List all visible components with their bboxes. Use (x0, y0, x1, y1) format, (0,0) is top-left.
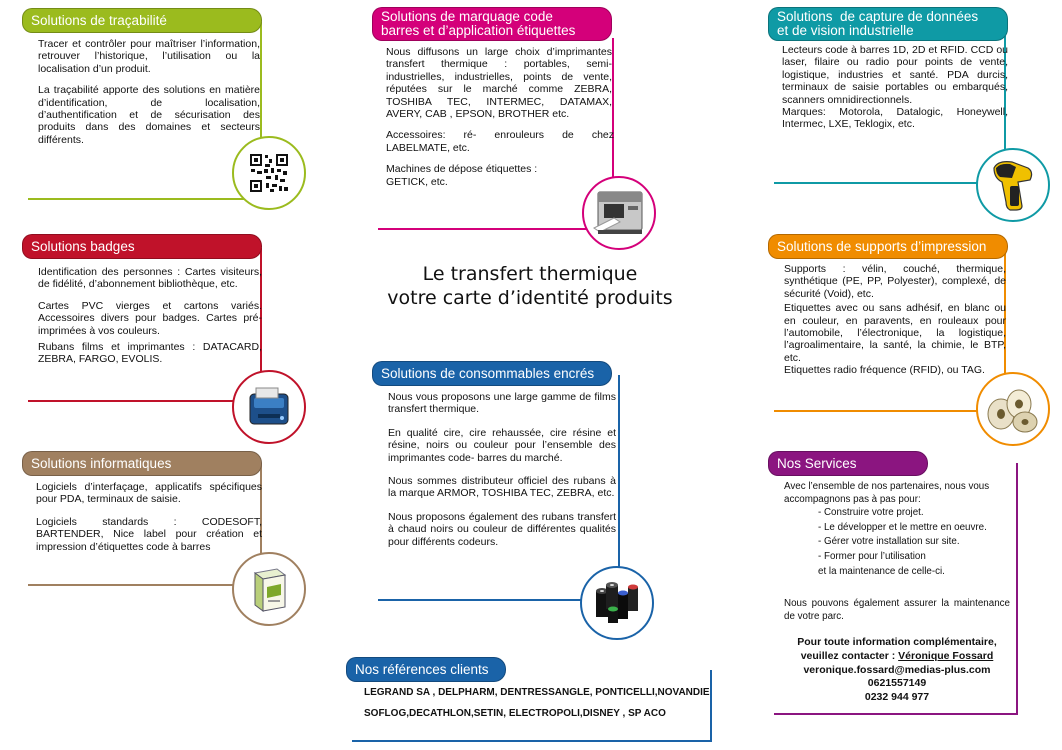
services-box (774, 463, 1018, 715)
badges-p2: Cartes PVC vierges et cartons variés. Ac… (38, 299, 262, 337)
tracabilite-box (28, 22, 262, 200)
services-contact: Pour toute information complémentaire, v… (784, 636, 1010, 704)
label-rolls-icon (987, 389, 1038, 433)
informatique-text: Logiciels d’interfaçage, applicatifs spé… (36, 481, 262, 562)
consommables-p2: En qualité cire, cire rehaussée, cire ré… (388, 426, 616, 464)
consommables-p3: Nous sommes distributeur officiel des ru… (388, 475, 616, 500)
services-text: Avec l’ensemble de nos partenaires, nous… (784, 481, 1010, 704)
marquage-p2: Accessoires: ré- enrouleurs de chez LABE… (386, 129, 614, 154)
consommables-text: Nous vous proposons une large gamme de f… (388, 391, 616, 557)
card-printer-icon (249, 387, 289, 425)
services-item-4: - Former pour l’utilisation (818, 550, 926, 562)
capture-box (774, 36, 1006, 184)
supports-p2: Etiquettes avec ou sans adhésif, en blan… (784, 302, 1006, 364)
badges-text: Identification des personnes : Cartes vi… (38, 266, 262, 375)
informatique-box (28, 464, 262, 586)
tracabilite-heading: Solutions de traçabilité (22, 8, 262, 33)
contact-name: Véronique Fossard (898, 649, 994, 662)
references-line-1: LEGRAND SA , DELPHARM, DENTRESSANGLE, PO… (364, 687, 710, 698)
capture-p1: Lecteurs code à barres 1D, 2D et RFID. C… (782, 44, 1008, 106)
services-contact-line1: Pour toute information complémentaire, (797, 636, 997, 649)
contact-phone-2: 0232 944 977 (864, 690, 930, 703)
supports-box (774, 248, 1006, 412)
informatique-p1: Logiciels d’interfaçage, applicatifs spé… (36, 481, 262, 506)
contact-email[interactable]: veronique.fossard@medias-plus.com (803, 663, 991, 676)
consommables-box (378, 375, 620, 601)
ribbon-rolls-icon (596, 582, 638, 623)
supports-text: Supports : vélin, couché, thermique, syn… (784, 263, 1006, 386)
badges-p3: Rubans films et imprimantes : DATACARD, … (38, 341, 262, 366)
capture-icon-circle (976, 148, 1050, 222)
tracabilite-p2: La traçabilité apporte des solutions en … (38, 84, 260, 146)
badges-box (28, 248, 262, 402)
badges-heading: Solutions badges (22, 234, 262, 259)
services-item-2: - Le développer et le mettre en oeuvre. (818, 521, 987, 533)
informatique-p2: Logiciels standards : CODESOFT, BARTENDE… (36, 515, 262, 553)
consommables-p1: Nous vous proposons une large gamme de f… (388, 391, 616, 416)
marquage-box (378, 38, 614, 230)
services-p2: Nous pouvons également assurer la mainte… (784, 598, 1010, 622)
services-item-3: - Gérer votre installation sur site. (818, 536, 960, 548)
supports-icon-circle (976, 372, 1050, 446)
services-intro: Avec l’ensemble de nos partenaires, nous… (784, 481, 990, 505)
marquage-p3: Machines de dépose étiquettes : GETICK, … (386, 163, 538, 188)
consommables-icon-circle (580, 566, 654, 640)
references-box (352, 670, 712, 742)
services-heading: Nos Services (768, 451, 928, 476)
services-item-1: - Construire votre projet. (818, 507, 924, 519)
capture-heading: Solutions de capture de données et de vi… (768, 7, 1008, 41)
badges-p1: Identification des personnes : Cartes vi… (38, 266, 262, 291)
page-title: Le transfert thermique votre carte d’ide… (300, 262, 760, 310)
supports-p1: Supports : vélin, couché, thermique, syn… (784, 263, 1006, 300)
supports-p3: Etiquettes radio fréquence (RFID), ou TA… (784, 364, 985, 377)
capture-text: Lecteurs code à barres 1D, 2D et RFID. C… (782, 44, 1008, 140)
capture-p2: Marques: Motorola, Datalogic, Honeywell,… (782, 106, 1008, 131)
badges-icon-circle (232, 370, 306, 444)
barcode-scanner-icon (993, 161, 1033, 211)
title-line-1: Le transfert thermique (422, 263, 638, 285)
supports-heading: Solutions de supports d’impression (768, 234, 1008, 259)
marquage-icon-circle (582, 176, 656, 250)
references-list: LEGRAND SA , DELPHARM, DENTRESSANGLE, PO… (364, 682, 710, 724)
software-box-icon (253, 568, 287, 612)
references-heading: Nos références clients (346, 657, 506, 682)
label-printer-icon (593, 191, 643, 234)
tracabilite-text: Tracer et contrôler pour maîtriser l’inf… (38, 38, 260, 155)
consommables-heading: Solutions de consommables encrés (372, 361, 612, 386)
services-list: - Construire votre projet. - Le développ… (784, 507, 1010, 578)
title-line-2: votre carte d’identité produits (387, 287, 673, 309)
qr-code-icon (249, 153, 289, 193)
services-item-5: et la maintenance de celle-ci. (818, 565, 945, 577)
marquage-heading: Solutions de marquage code barres et d’a… (372, 7, 612, 41)
contact-phone-1: 0621557149 (867, 677, 927, 690)
tracabilite-p1: Tracer et contrôler pour maîtriser l’inf… (38, 38, 260, 75)
tracabilite-icon-circle (232, 136, 306, 210)
services-contact-line2: veuillez contacter : Véronique Fossard (800, 649, 994, 662)
marquage-text: Nous diffusons un large choix d’impriman… (386, 46, 614, 197)
marquage-p1: Nous diffusons un large choix d’impriman… (386, 46, 612, 121)
references-line-2: SOFLOG,DECATHLON,SETIN, ELECTROPOLI,DISN… (364, 708, 666, 719)
informatique-icon-circle (232, 552, 306, 626)
informatique-heading: Solutions informatiques (22, 451, 262, 476)
consommables-p4: Nous proposons également des rubans tran… (388, 510, 616, 548)
